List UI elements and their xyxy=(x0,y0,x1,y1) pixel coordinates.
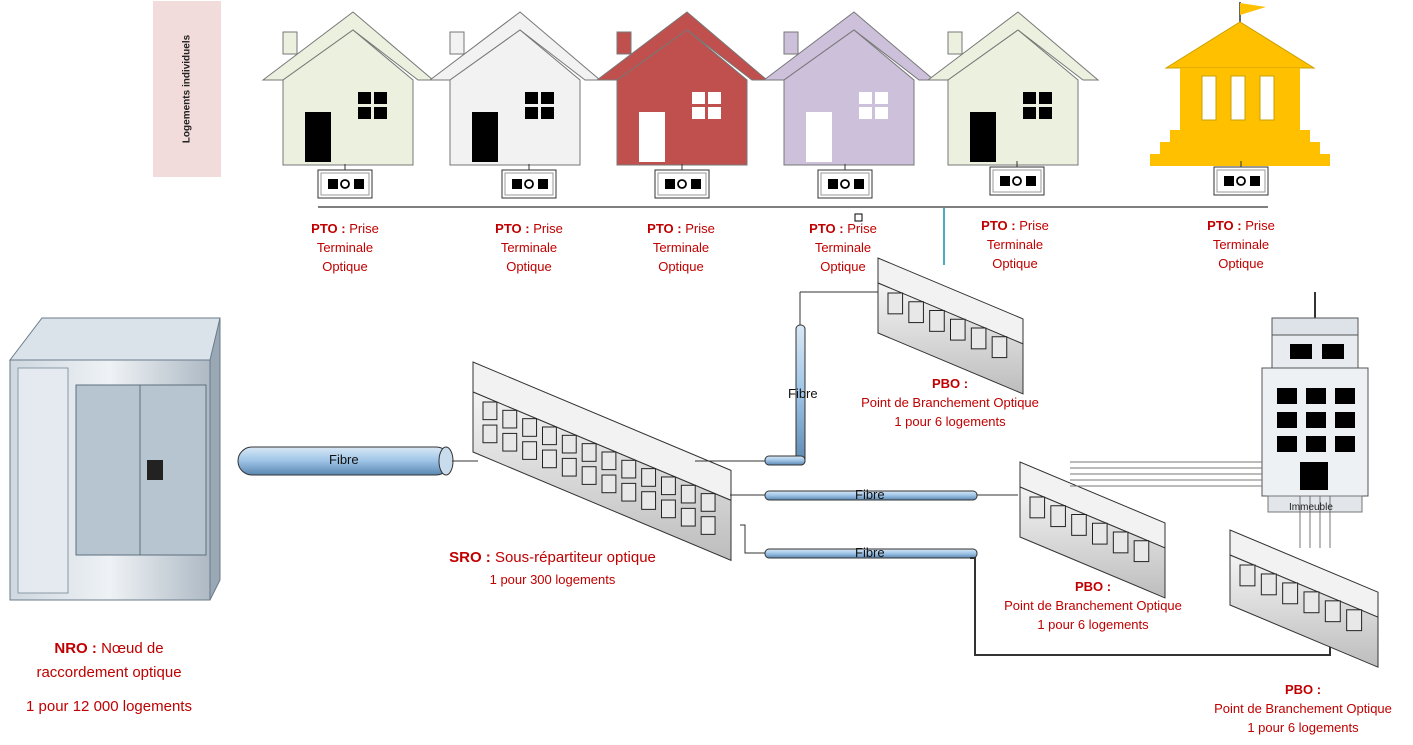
pbo-switch-top xyxy=(877,257,1024,395)
fibre-tube-nro-sro xyxy=(237,446,478,476)
nro-capacity: 1 pour 12 000 logements xyxy=(26,698,192,715)
sro-switch xyxy=(472,361,732,562)
house-icon xyxy=(595,11,769,166)
nro-cabinet xyxy=(8,317,221,601)
tag-text: Logements individuels xyxy=(181,34,193,144)
fibre-tube-low xyxy=(764,548,978,559)
individual-housing-tag: Logements individuels xyxy=(153,1,221,177)
fibre-label-3: Fibre xyxy=(855,487,885,502)
houses-group xyxy=(261,2,1330,199)
pto-socket-icon xyxy=(1213,161,1269,196)
fibre-label-4: Fibre xyxy=(855,545,885,560)
pto-socket-icon xyxy=(989,161,1045,196)
fibre-label-2: Fibre xyxy=(788,386,818,401)
pto-socket-icon xyxy=(654,164,710,199)
fibre-label-1: Fibre xyxy=(329,452,359,467)
junction-marker xyxy=(854,213,863,222)
public-building-icon xyxy=(1150,2,1330,166)
pto-socket-icon xyxy=(817,164,873,199)
fibre-tube-vertical xyxy=(764,324,806,466)
house-icon xyxy=(926,11,1100,166)
pto-socket-icon xyxy=(501,164,557,199)
building-icon xyxy=(1261,292,1369,513)
pto-socket-icon xyxy=(317,164,373,199)
house-icon xyxy=(762,11,936,166)
house-icon xyxy=(261,11,435,166)
pbo-switch-middle xyxy=(1019,461,1166,599)
building-label: Immeuble xyxy=(1289,502,1333,513)
pbo-switch-bottom xyxy=(1229,529,1379,668)
house-icon xyxy=(428,11,602,166)
